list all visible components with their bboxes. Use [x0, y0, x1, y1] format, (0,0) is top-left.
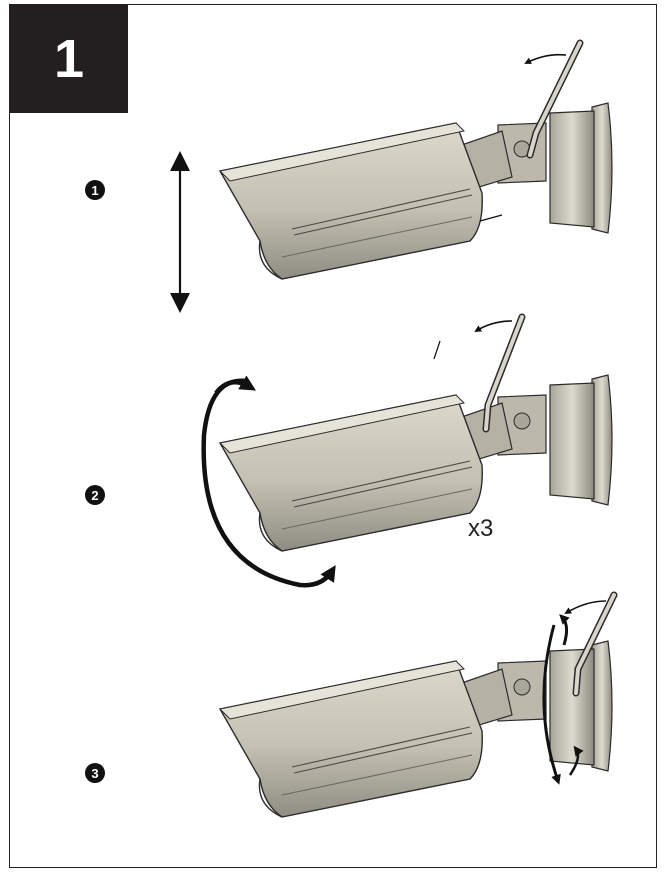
- step-badge: 1: [10, 5, 128, 113]
- diagram-frame: 1: [9, 4, 657, 868]
- double-arrow-icon: [170, 151, 190, 313]
- hex-key-icon: [526, 39, 584, 159]
- camera-adjustment-illustration: [170, 39, 618, 818]
- repeat-count-label: x3: [468, 515, 494, 542]
- turn-arrow-icon: [564, 600, 607, 615]
- hex-key-icon: [482, 313, 526, 433]
- camera-step-2: [219, 374, 613, 552]
- camera-step-1: [219, 102, 613, 280]
- rotation-arrow-icon: [201, 378, 336, 588]
- pan-arrow-icon: [542, 624, 561, 785]
- turn-arrow-icon: [524, 53, 567, 64]
- step-marker-2: 2: [85, 485, 105, 505]
- camera-step-3: [219, 640, 613, 818]
- turn-arrow-icon: [474, 320, 513, 333]
- step-marker-3: 3: [85, 763, 105, 783]
- step-marker-1: 1: [85, 180, 105, 200]
- hex-key-icon: [572, 591, 618, 697]
